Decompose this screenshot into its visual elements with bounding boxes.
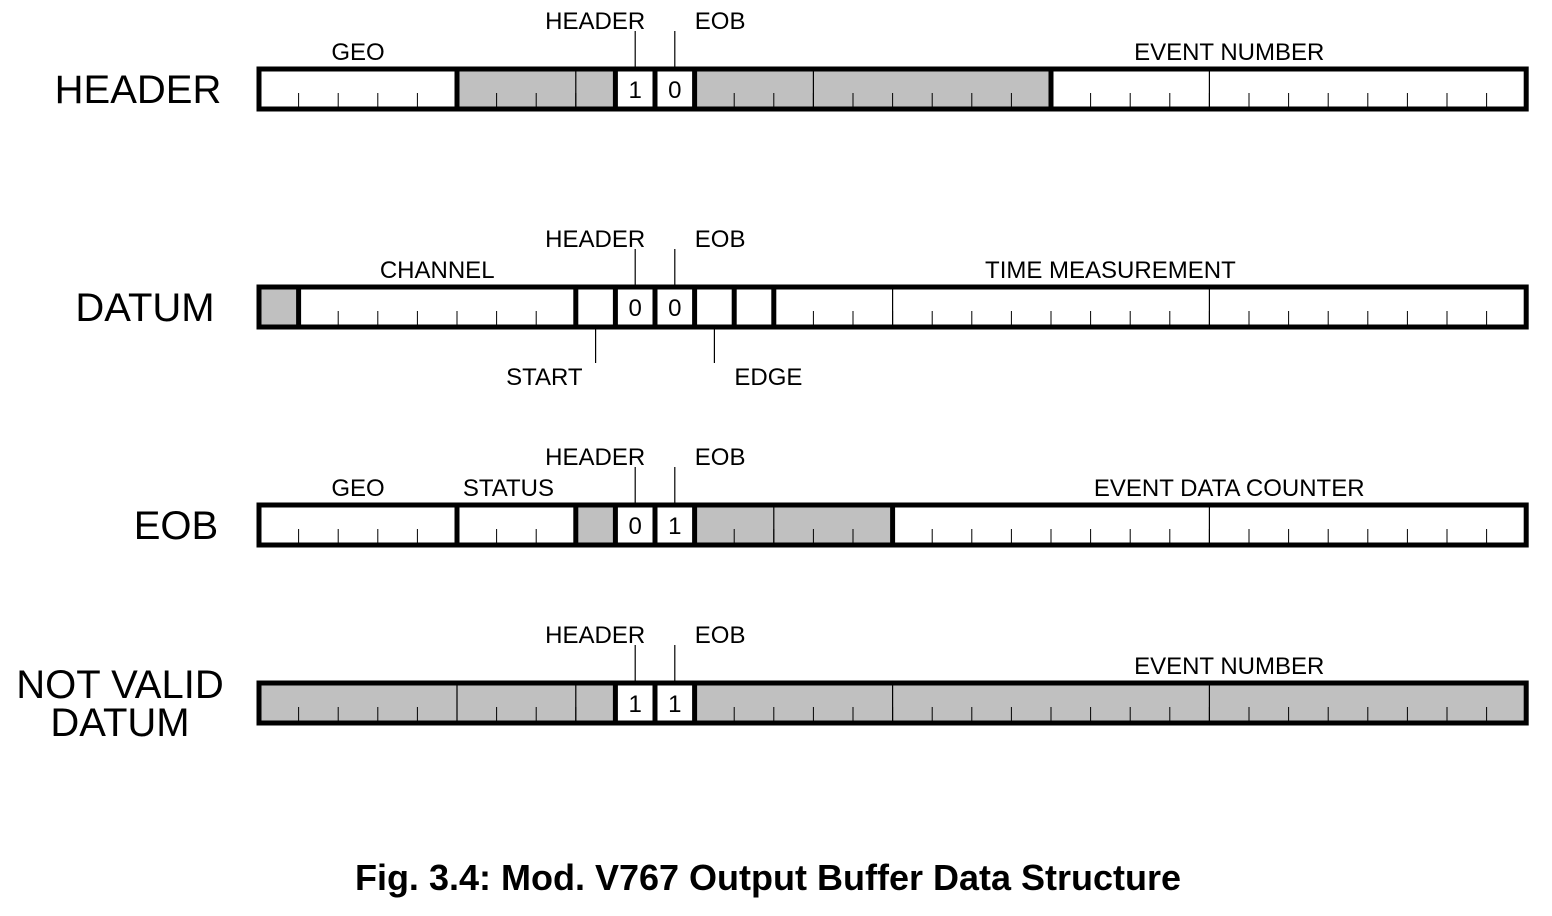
shaded-bits bbox=[694, 69, 1051, 109]
row-label: DATUM bbox=[75, 286, 214, 330]
word-frame bbox=[256, 284, 1529, 330]
edge-label: EDGE bbox=[734, 364, 802, 391]
flag-bit-value: 1 bbox=[668, 691, 681, 718]
row-label: NOT VALID bbox=[16, 663, 223, 707]
row-label: EOB bbox=[134, 504, 218, 548]
eob-label: EOB bbox=[695, 444, 746, 471]
header-label: HEADER bbox=[545, 444, 645, 471]
flag-bit-value: 0 bbox=[629, 513, 642, 540]
figure-caption: Fig. 3.4: Mod. V767 Output Buffer Data S… bbox=[355, 857, 1181, 898]
eob-label: EOB bbox=[695, 8, 746, 35]
shaded-bits bbox=[575, 505, 616, 545]
start-label: START bbox=[506, 364, 583, 391]
row-label: DATUM bbox=[50, 701, 189, 745]
flag-bit-value: 0 bbox=[668, 77, 681, 104]
shaded-bits bbox=[259, 683, 616, 723]
header-label: HEADER bbox=[545, 622, 645, 649]
word-frame bbox=[256, 680, 1529, 726]
channel-label: CHANNEL bbox=[380, 257, 495, 284]
geo-label: GEO bbox=[331, 475, 384, 502]
flag-bit-value: 0 bbox=[668, 295, 681, 322]
flag-bit-value: 0 bbox=[629, 295, 642, 322]
shaded-bits bbox=[694, 683, 1527, 723]
shaded-bits bbox=[694, 505, 893, 545]
flag-bit-value: 1 bbox=[629, 77, 642, 104]
event-data-counter-label: EVENT DATA COUNTER bbox=[1094, 475, 1365, 502]
event-number-label: EVENT NUMBER bbox=[1134, 39, 1324, 66]
shaded-bits bbox=[259, 287, 299, 327]
word-frame bbox=[256, 66, 1529, 112]
flag-bit-value: 1 bbox=[668, 513, 681, 540]
eob-label: EOB bbox=[695, 226, 746, 253]
header-label: HEADER bbox=[545, 226, 645, 253]
word-frame bbox=[256, 502, 1529, 548]
event-number-label: EVENT NUMBER bbox=[1134, 653, 1324, 680]
geo-label: GEO bbox=[331, 39, 384, 66]
eob-label: EOB bbox=[695, 622, 746, 649]
header-label: HEADER bbox=[545, 8, 645, 35]
row-label: HEADER bbox=[55, 68, 222, 112]
flag-bit-value: 1 bbox=[629, 691, 642, 718]
time-measurement-label: TIME MEASUREMENT bbox=[985, 257, 1236, 284]
status-label: STATUS bbox=[463, 475, 554, 502]
